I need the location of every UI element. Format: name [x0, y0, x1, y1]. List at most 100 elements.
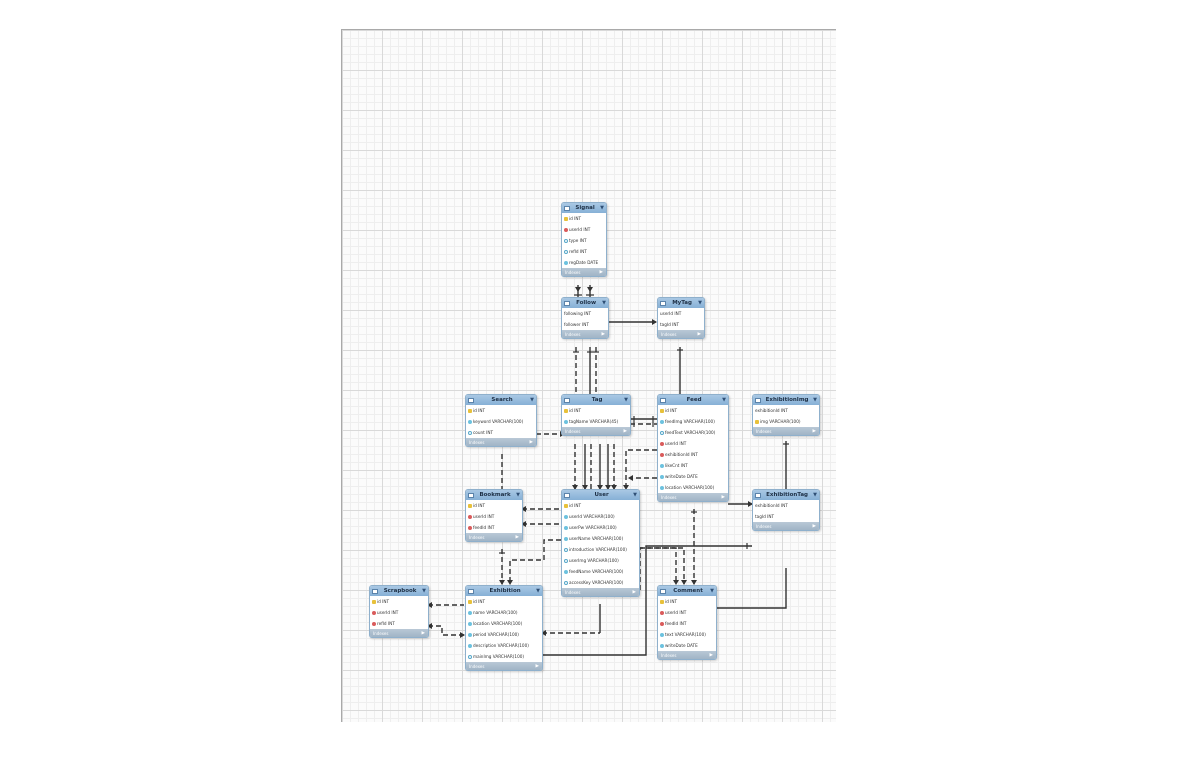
- chevron-down-icon[interactable]: ▼: [422, 588, 426, 594]
- expand-arrow-icon[interactable]: ▶: [709, 652, 713, 658]
- column-row[interactable]: accessKey VARCHAR(100): [562, 577, 639, 588]
- column-row[interactable]: userPw VARCHAR(100): [562, 522, 639, 533]
- column-row[interactable]: feedId INT: [466, 522, 522, 533]
- column-row[interactable]: count INT: [466, 427, 536, 438]
- expand-arrow-icon[interactable]: ▶: [601, 331, 605, 337]
- column-row[interactable]: id INT: [466, 405, 536, 416]
- column-row[interactable]: feedImg VARCHAR(100): [658, 416, 728, 427]
- chevron-down-icon[interactable]: ▼: [602, 300, 606, 306]
- entity-feed[interactable]: Feed ▼ id INT feedImg VARCHAR(100) feedT…: [657, 394, 729, 502]
- column-row[interactable]: following INT: [562, 308, 608, 319]
- column-row[interactable]: exhibitionId INT: [753, 405, 819, 416]
- chevron-down-icon[interactable]: ▼: [516, 492, 520, 498]
- column-row[interactable]: userId INT: [466, 511, 522, 522]
- column-row[interactable]: tagName VARCHAR(45): [562, 416, 630, 427]
- column-row[interactable]: tagId INT: [658, 319, 704, 330]
- chevron-down-icon[interactable]: ▼: [633, 492, 637, 498]
- expand-arrow-icon[interactable]: ▶: [599, 269, 603, 275]
- entity-header[interactable]: Tag ▼: [562, 395, 630, 405]
- chevron-down-icon[interactable]: ▼: [600, 205, 604, 211]
- entity-header[interactable]: Exhibition ▼: [466, 586, 542, 596]
- expand-arrow-icon[interactable]: ▶: [721, 494, 725, 500]
- chevron-down-icon[interactable]: ▼: [698, 300, 702, 306]
- expand-arrow-icon[interactable]: ▶: [697, 331, 701, 337]
- column-row[interactable]: introduction VARCHAR(100): [562, 544, 639, 555]
- entity-tag[interactable]: Tag ▼ id INT tagName VARCHAR(45) Indexes…: [561, 394, 631, 436]
- entity-header[interactable]: Follow ▼: [562, 298, 608, 308]
- entity-signal[interactable]: Signal ▼ id INT userId INT type INT refI…: [561, 202, 607, 277]
- column-row[interactable]: userId INT: [658, 438, 728, 449]
- chevron-down-icon[interactable]: ▼: [813, 492, 817, 498]
- column-row[interactable]: id INT: [370, 596, 428, 607]
- chevron-down-icon[interactable]: ▼: [722, 397, 726, 403]
- column-row[interactable]: img VARCHAR(100): [753, 416, 819, 427]
- column-row[interactable]: userImg VARCHAR(100): [562, 555, 639, 566]
- entity-search[interactable]: Search ▼ id INT keyword VARCHAR(100) cou…: [465, 394, 537, 447]
- indexes-footer[interactable]: Indexes▶: [466, 662, 542, 670]
- column-row[interactable]: id INT: [658, 405, 728, 416]
- indexes-footer[interactable]: Indexes▶: [562, 330, 608, 338]
- column-row[interactable]: writeDate DATE: [658, 640, 716, 651]
- entity-exhibition[interactable]: Exhibition ▼ id INT name VARCHAR(100) lo…: [465, 585, 543, 671]
- column-row[interactable]: feedId INT: [658, 618, 716, 629]
- entity-scrapbook[interactable]: Scrapbook ▼ id INT userId INT refId INT …: [369, 585, 429, 638]
- column-row[interactable]: text VARCHAR(100): [658, 629, 716, 640]
- entity-bookmark[interactable]: Bookmark ▼ id INT userId INT feedId INT …: [465, 489, 523, 542]
- column-row[interactable]: userId INT: [562, 224, 606, 235]
- column-row[interactable]: id INT: [562, 213, 606, 224]
- column-row[interactable]: regDate DATE: [562, 257, 606, 268]
- entity-header[interactable]: Feed ▼: [658, 395, 728, 405]
- column-row[interactable]: id INT: [658, 596, 716, 607]
- column-row[interactable]: userName VARCHAR(100): [562, 533, 639, 544]
- indexes-footer[interactable]: Indexes▶: [658, 651, 716, 659]
- column-row[interactable]: keyword VARCHAR(100): [466, 416, 536, 427]
- indexes-footer[interactable]: Indexes▶: [370, 629, 428, 637]
- entity-user[interactable]: User ▼ id INT userId VARCHAR(100) userPw…: [561, 489, 640, 597]
- chevron-down-icon[interactable]: ▼: [536, 588, 540, 594]
- expand-arrow-icon[interactable]: ▶: [812, 428, 816, 434]
- expand-arrow-icon[interactable]: ▶: [421, 630, 425, 636]
- column-row[interactable]: likeCnt INT: [658, 460, 728, 471]
- entity-header[interactable]: ExhibitionTag ▼: [753, 490, 819, 500]
- chevron-down-icon[interactable]: ▼: [530, 397, 534, 403]
- entity-header[interactable]: MyTag ▼: [658, 298, 704, 308]
- column-row[interactable]: follower INT: [562, 319, 608, 330]
- indexes-footer[interactable]: Indexes▶: [562, 268, 606, 276]
- column-row[interactable]: description VARCHAR(100): [466, 640, 542, 651]
- column-row[interactable]: userId INT: [658, 607, 716, 618]
- entity-follow[interactable]: Follow ▼ following INT follower INT Inde…: [561, 297, 609, 339]
- entity-comment[interactable]: Comment ▼ id INT userId INT feedId INT t…: [657, 585, 717, 660]
- column-row[interactable]: refId INT: [370, 618, 428, 629]
- entity-mytag[interactable]: MyTag ▼ userId INT tagId INT Indexes▶: [657, 297, 705, 339]
- indexes-footer[interactable]: Indexes▶: [658, 493, 728, 501]
- indexes-footer[interactable]: Indexes▶: [562, 427, 630, 435]
- column-row[interactable]: location VARCHAR(100): [466, 618, 542, 629]
- entity-header[interactable]: ExhibitionImg ▼: [753, 395, 819, 405]
- entity-header[interactable]: Bookmark ▼: [466, 490, 522, 500]
- expand-arrow-icon[interactable]: ▶: [529, 439, 533, 445]
- column-row[interactable]: id INT: [562, 405, 630, 416]
- chevron-down-icon[interactable]: ▼: [813, 397, 817, 403]
- column-row[interactable]: userId INT: [658, 308, 704, 319]
- column-row[interactable]: refId INT: [562, 246, 606, 257]
- indexes-footer[interactable]: Indexes▶: [658, 330, 704, 338]
- entity-exhibitionimg[interactable]: ExhibitionImg ▼ exhibitionId INT img VAR…: [752, 394, 820, 436]
- column-row[interactable]: id INT: [562, 500, 639, 511]
- expand-arrow-icon[interactable]: ▶: [515, 534, 519, 540]
- indexes-footer[interactable]: Indexes▶: [466, 533, 522, 541]
- column-row[interactable]: exhibitionId INT: [658, 449, 728, 460]
- column-row[interactable]: location VARCHAR(100): [658, 482, 728, 493]
- column-row[interactable]: userId INT: [370, 607, 428, 618]
- column-row[interactable]: tagId INT: [753, 511, 819, 522]
- column-row[interactable]: name VARCHAR(100): [466, 607, 542, 618]
- column-row[interactable]: id INT: [466, 596, 542, 607]
- expand-arrow-icon[interactable]: ▶: [812, 523, 816, 529]
- column-row[interactable]: type INT: [562, 235, 606, 246]
- column-row[interactable]: userId VARCHAR(100): [562, 511, 639, 522]
- chevron-down-icon[interactable]: ▼: [624, 397, 628, 403]
- indexes-footer[interactable]: Indexes▶: [466, 438, 536, 446]
- entity-exhibitiontag[interactable]: ExhibitionTag ▼ exhibitionId INT tagId I…: [752, 489, 820, 531]
- expand-arrow-icon[interactable]: ▶: [535, 663, 539, 669]
- column-row[interactable]: feedText VARCHAR(100): [658, 427, 728, 438]
- entity-header[interactable]: Signal ▼: [562, 203, 606, 213]
